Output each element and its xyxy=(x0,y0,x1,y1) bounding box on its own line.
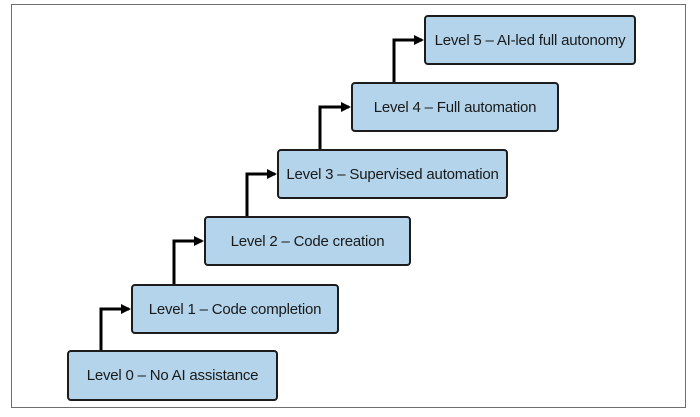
level-5-box: Level 5 – AI-led full autonomy xyxy=(424,15,636,65)
level-2-label: Level 2 – Code creation xyxy=(230,232,385,250)
level-4-label: Level 4 – Full automation xyxy=(373,98,537,116)
level-3-label: Level 3 – Supervised automation xyxy=(286,165,499,183)
level-4-box: Level 4 – Full automation xyxy=(351,82,559,132)
level-2-box: Level 2 – Code creation xyxy=(204,216,411,266)
level-1-label: Level 1 – Code completion xyxy=(148,300,322,318)
level-5-label: Level 5 – AI-led full autonomy xyxy=(434,31,626,49)
level-0-label: Level 0 – No AI assistance xyxy=(86,367,259,384)
level-1-box: Level 1 – Code completion xyxy=(131,284,339,334)
level-0-box: Level 0 – No AI assistance xyxy=(67,350,278,401)
level-3-box: Level 3 – Supervised automation xyxy=(277,149,508,199)
